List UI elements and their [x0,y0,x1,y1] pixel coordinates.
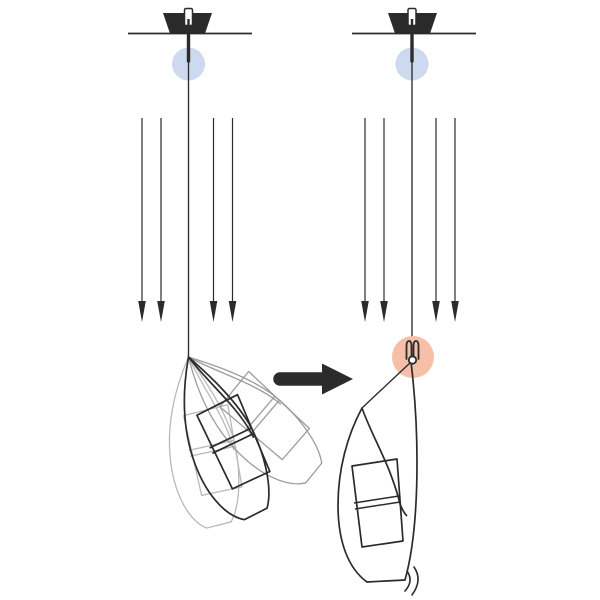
cradle-rim-curve [361,407,408,517]
cradle-divider [354,501,401,510]
stable-cradle-group [337,361,419,596]
drop-arrow [138,118,146,322]
transition-arrow-icon [273,363,353,395]
cradle-outline-light [160,352,246,532]
cradle-divider [353,495,400,504]
drop-arrow [209,118,218,322]
cradle-outline-mid [167,328,336,504]
after-assembly [337,7,476,596]
drop-arrow [451,118,459,322]
twisting-cradle-group [160,328,336,532]
rope-and-hull-right-edge [404,361,418,581]
drop-arrow [380,118,388,322]
cradle-outline-dark [161,343,283,530]
swing-motion-marks [404,566,419,596]
cradle-opening [351,458,404,548]
rope-to-bow [361,361,412,409]
drop-arrow [157,118,165,322]
drop-arrow [228,118,237,322]
before-assembly [128,7,336,532]
drop-arrow [361,118,369,322]
cradle-outline [337,407,406,583]
drop-arrow [432,118,440,322]
swivel-clip-icon [405,340,420,365]
